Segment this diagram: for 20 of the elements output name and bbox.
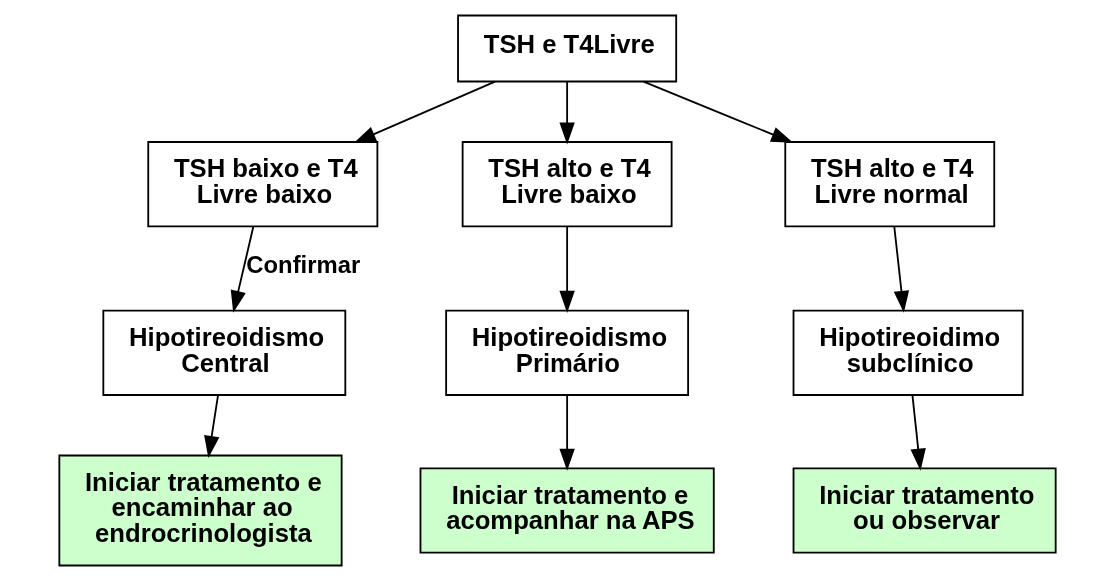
arrow [230,225,254,313]
node-box: TSH e T4Livre [456,14,677,83]
node-box: Hipotireoidismo Central [101,309,346,396]
arrow [558,225,575,313]
node-box: TSH alto e T4 Livre baixo [461,141,673,228]
edge-label: Confirmar [245,250,360,278]
node-box: Iniciar tratamento ou observar [792,467,1057,554]
node-box: Hipotireoidimo subclínico [792,309,1024,396]
arrow [910,394,926,471]
arrow [203,394,219,458]
arrow [558,80,575,145]
node-box: Iniciar tratamento e encaminhar ao endrocrinologista [57,454,343,567]
node-box: Hipotireoidismo Primário [444,309,689,396]
node-box: TSH baixo e T4 Livre baixo [146,141,378,228]
node-box: Iniciar tratamento e acompanhar na APS [419,467,715,554]
arrow [353,80,496,143]
arrow [892,225,909,313]
arrow [642,80,793,143]
node-box: TSH alto e T4 Livre normal [783,141,995,228]
arrow [558,394,575,471]
